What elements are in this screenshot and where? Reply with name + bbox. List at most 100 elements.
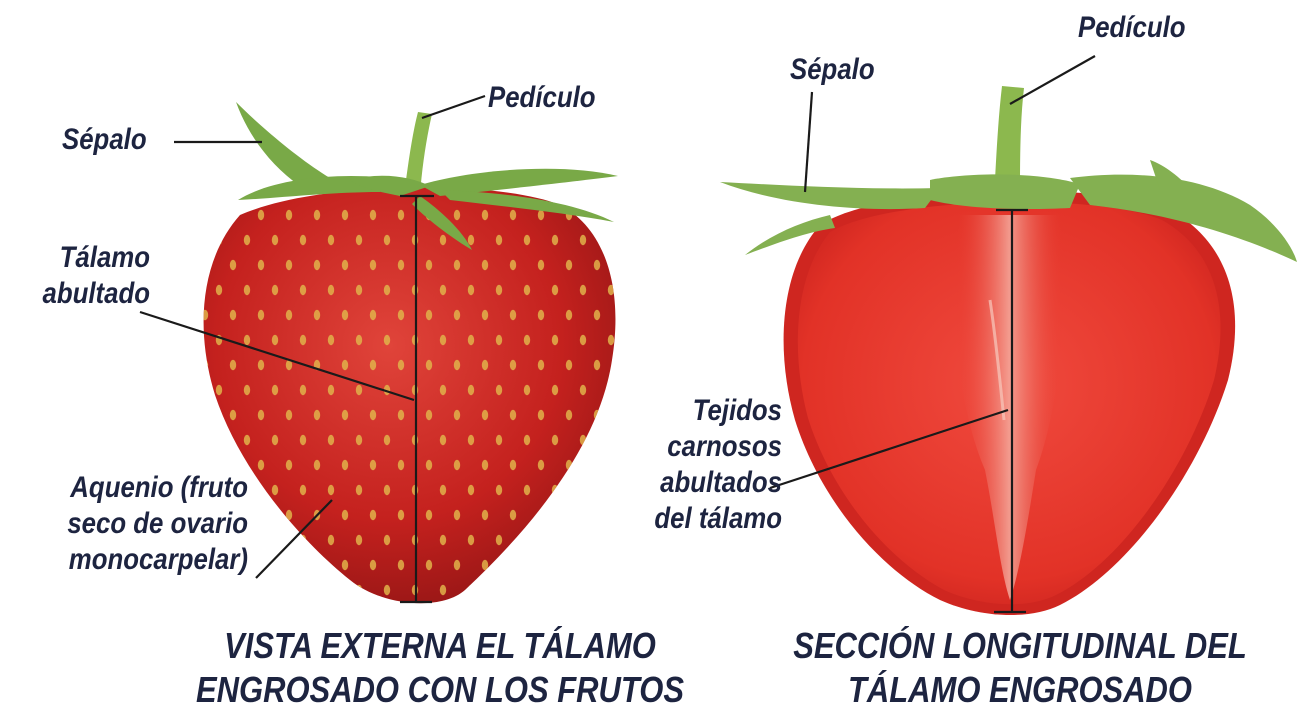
achene-seed	[537, 209, 545, 221]
left-pedicel-label: Pedículo	[488, 81, 596, 114]
achene-seed	[299, 334, 307, 346]
achene-seed	[369, 509, 377, 521]
achene-seed	[537, 459, 545, 471]
achene-seed	[355, 284, 363, 296]
right-caption: SECCIÓN LONGITUDINAL DEL TÁLAMO ENGROSAD…	[793, 625, 1247, 710]
achene-seed	[467, 284, 475, 296]
achene-seed	[509, 509, 517, 521]
achene-seed	[607, 434, 615, 446]
achene-seed	[439, 384, 447, 396]
achene-seed	[355, 584, 363, 596]
achene-seed	[425, 459, 433, 471]
achene-seed	[593, 259, 601, 271]
achene-seed	[257, 459, 265, 471]
achene-seed	[453, 509, 461, 521]
achene-seed	[229, 409, 237, 421]
left-aquenio-label: Aquenio (fruto seco de ovario monocarpel…	[67, 471, 249, 576]
achene-seed	[593, 459, 601, 471]
achene-seed	[285, 309, 293, 321]
achene-seed	[636, 285, 642, 295]
left-fruit-body	[203, 187, 616, 604]
achene-seed	[285, 259, 293, 271]
achene-seed	[523, 434, 531, 446]
achene-seed	[481, 509, 489, 521]
achene-seed	[313, 259, 321, 271]
achene-seed	[397, 559, 405, 571]
achene-seed	[341, 209, 349, 221]
achene-seed	[537, 559, 545, 571]
achene-seed	[425, 409, 433, 421]
achene-seed	[593, 559, 601, 571]
achene-seed	[383, 284, 391, 296]
achene-seed	[607, 284, 615, 296]
achene-seed	[243, 434, 251, 446]
achene-seed	[481, 459, 489, 471]
achene-seed	[453, 209, 461, 221]
right-pith-core	[955, 215, 1064, 600]
achene-seed	[467, 334, 475, 346]
achene-seed	[299, 284, 307, 296]
achene-seed	[467, 434, 475, 446]
leader-lines	[139, 55, 1096, 614]
achene-seed	[467, 584, 475, 596]
left-pedicel-leader	[421, 94, 486, 120]
achene-seed	[551, 434, 559, 446]
achene-seed	[257, 309, 265, 321]
achene-seed	[495, 384, 503, 396]
achene-seed	[579, 284, 587, 296]
achene-seed	[203, 359, 209, 371]
achene-seed	[537, 259, 545, 271]
achene-seed	[327, 534, 335, 546]
achene-seed	[327, 484, 335, 496]
right-pedicel-leader	[1009, 55, 1096, 105]
achene-seed	[285, 209, 293, 221]
achene-seed	[397, 409, 405, 421]
achene-seed	[257, 559, 265, 571]
achene-seed	[565, 409, 573, 421]
achene-seed	[383, 434, 391, 446]
achene-seed	[425, 359, 433, 371]
achene-seed	[523, 284, 531, 296]
achene-seed	[537, 309, 545, 321]
achene-seed	[439, 434, 447, 446]
left-caption: VISTA EXTERNA EL TÁLAMO ENGROSADO CON LO…	[196, 625, 684, 710]
achene-seed	[509, 409, 517, 421]
achene-seed	[299, 384, 307, 396]
achene-seed	[579, 584, 587, 596]
achene-seed	[203, 459, 209, 471]
achene-seed	[299, 434, 307, 446]
achene-seed	[327, 284, 335, 296]
achene-seed	[467, 534, 475, 546]
achene-seed	[285, 459, 293, 471]
achene-seed	[243, 334, 251, 346]
achene-seed	[495, 484, 503, 496]
achene-seed	[229, 309, 237, 321]
right-tejidos-leader	[769, 408, 1009, 490]
achene-seed	[579, 234, 587, 246]
achene-seed	[565, 259, 573, 271]
left-aquenio-leader	[255, 499, 333, 579]
achene-seed	[355, 484, 363, 496]
achene-seed	[565, 559, 573, 571]
achene-seed	[593, 409, 601, 421]
achene-seed	[481, 309, 489, 321]
achene-seed	[551, 384, 559, 396]
achene-seed	[271, 484, 279, 496]
achene-seed	[229, 459, 237, 471]
achene-seed	[257, 209, 265, 221]
achene-seed	[271, 534, 279, 546]
achene-seed	[551, 484, 559, 496]
achene-seed	[453, 259, 461, 271]
achene-seed	[341, 459, 349, 471]
achene-seed	[229, 259, 237, 271]
achene-seed	[313, 559, 321, 571]
achene-seed	[313, 209, 321, 221]
achene-seed	[425, 559, 433, 571]
achene-seed	[523, 484, 531, 496]
achene-seed	[439, 334, 447, 346]
achene-seed	[215, 584, 223, 596]
achene-seed	[622, 560, 628, 570]
left-strawberry	[203, 102, 642, 604]
achene-seed	[481, 259, 489, 271]
